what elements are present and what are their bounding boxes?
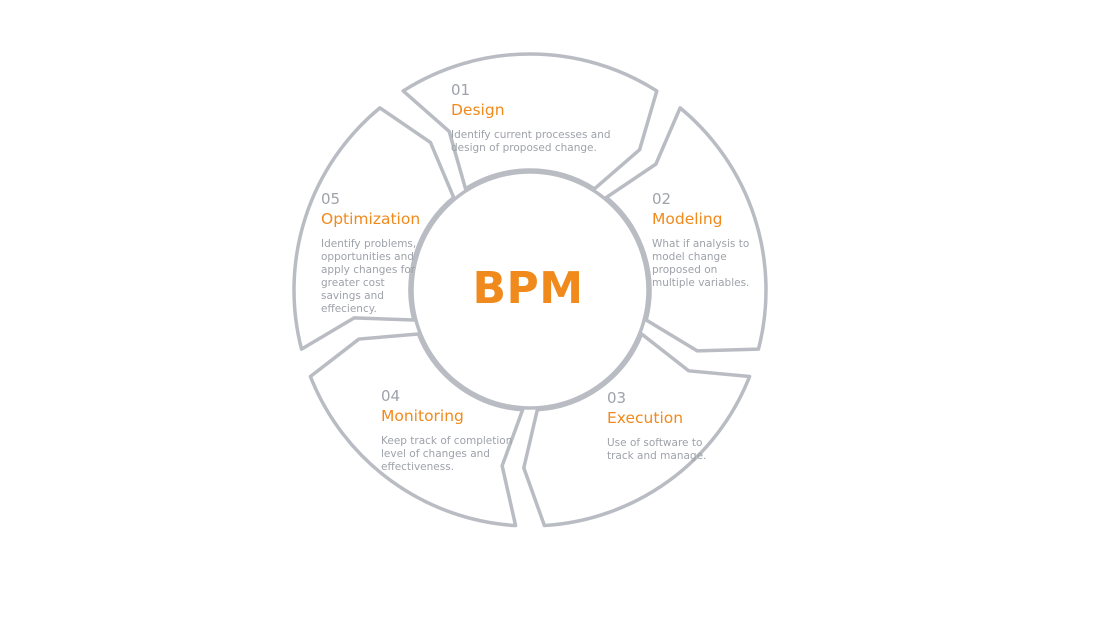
- step-description: Keep track of completion level of change…: [381, 435, 513, 473]
- step-number: 04: [381, 387, 401, 405]
- step-number: 05: [321, 190, 341, 208]
- step-number: 01: [451, 81, 471, 99]
- step-optimization: 05 Optimization Identify problems, oppor…: [321, 190, 421, 316]
- segment-modeling: [604, 106, 768, 353]
- step-modeling: 02 Modeling What if analysis to model ch…: [652, 190, 762, 290]
- step-description: Use of software to track and manage.: [607, 437, 707, 462]
- center-label: BPM: [472, 263, 584, 314]
- center-circle: [410, 170, 650, 410]
- step-number: 02: [652, 190, 672, 208]
- segment-design: [401, 52, 659, 191]
- segment-monitoring: [308, 332, 525, 528]
- step-monitoring: 04 Monitoring Keep track of completion l…: [381, 387, 531, 474]
- cycle-segments: [292, 52, 768, 528]
- step-number: 03: [607, 389, 627, 407]
- step-title: Monitoring: [381, 407, 464, 425]
- segment-optimization: [292, 106, 456, 351]
- step-title: Execution: [607, 409, 684, 427]
- step-description: Identify problems, opportunities and app…: [321, 238, 417, 315]
- step-description: Identify current processes and design of…: [451, 129, 611, 154]
- step-description: What if analysis to model change propose…: [652, 238, 750, 289]
- step-title: Modeling: [652, 210, 723, 228]
- step-execution: 03 Execution Use of software to track an…: [607, 389, 717, 463]
- step-design: 01 Design Identify current processes and…: [451, 81, 631, 155]
- segment-execution: [522, 332, 752, 528]
- step-title: Optimization: [321, 210, 421, 228]
- step-title: Design: [451, 101, 505, 119]
